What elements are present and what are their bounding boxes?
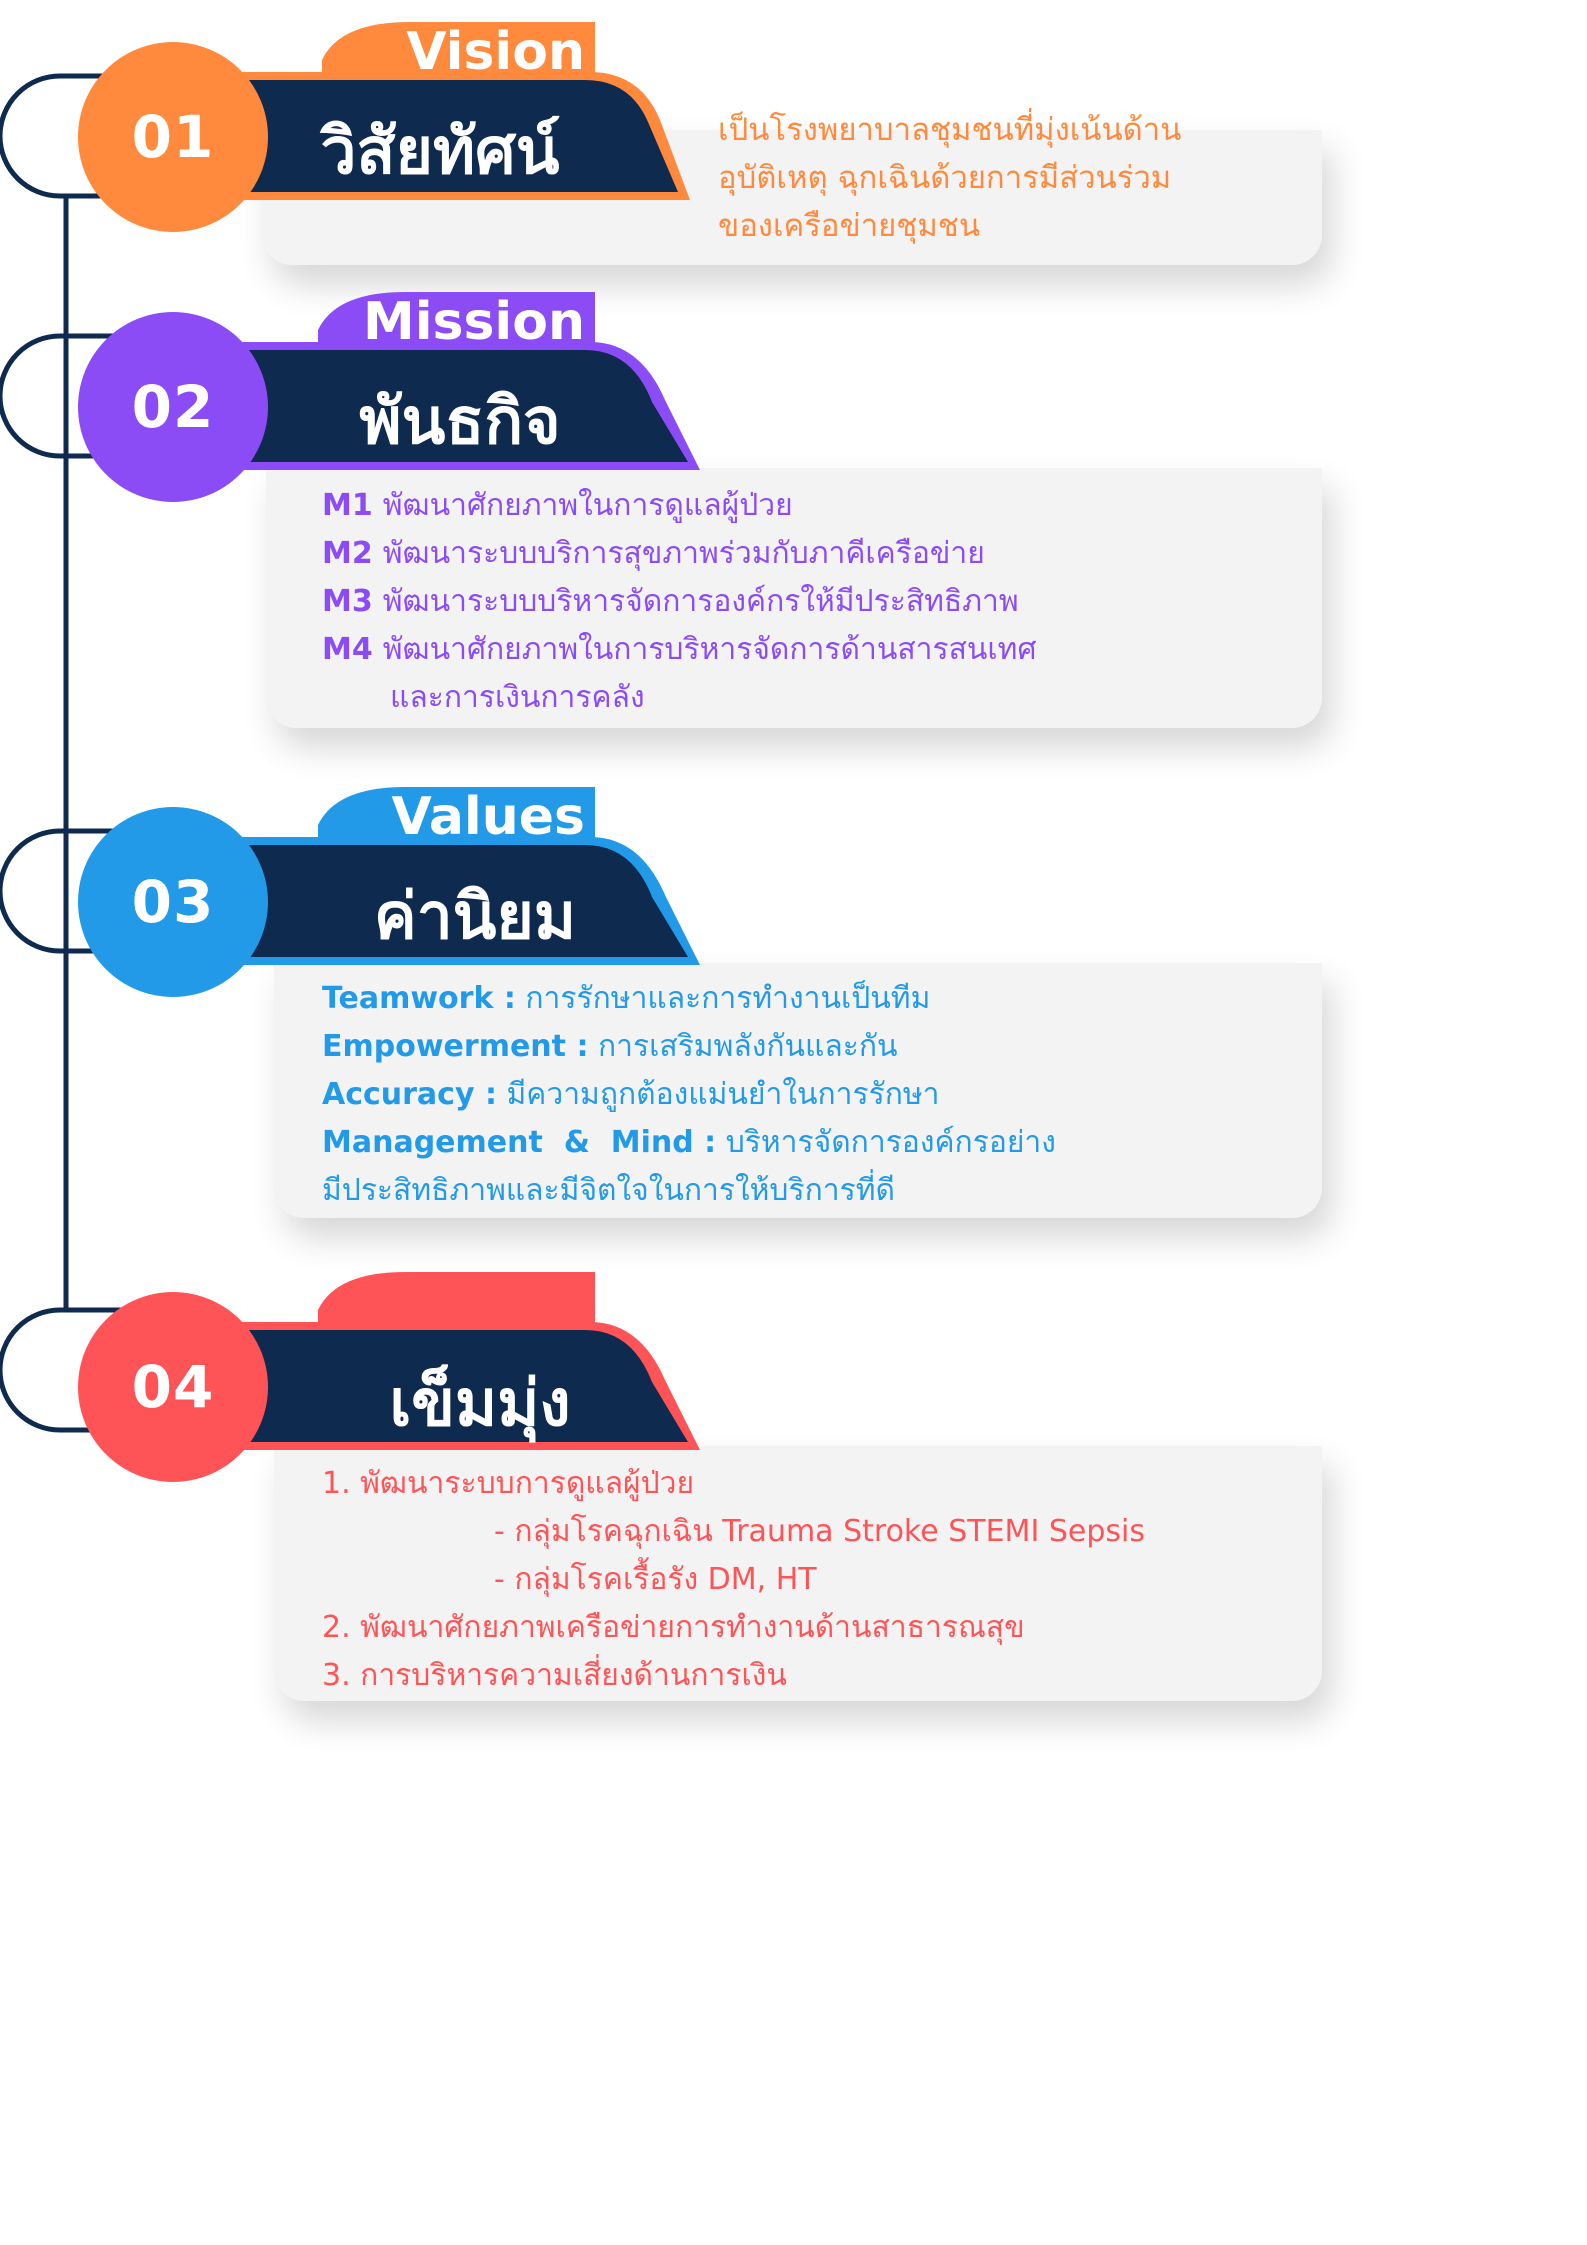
mission-tab-label: Mission xyxy=(362,292,585,352)
timeline-bracket xyxy=(0,333,125,459)
values-card xyxy=(274,963,1322,1218)
timeline-bracket xyxy=(0,73,125,199)
values-number: 03 xyxy=(131,868,215,936)
mission-title: พันธกิจ xyxy=(359,385,561,459)
values-number-badge: 03 xyxy=(78,807,268,997)
mission-text: พัฒนาศักยภาพในการบริหารจัดการด้านสารสนเท… xyxy=(382,632,1037,667)
mission-item: M1 พัฒนาศักยภาพในการดูแลผู้ป่วย xyxy=(322,482,1037,530)
section-mission: 02 Mission พันธกิจ M1 พัฒนาศักยภาพในการดู… xyxy=(0,290,1587,790)
vision-banner xyxy=(230,22,690,200)
values-item: Empowerment : การเสริมพลังกันและกัน xyxy=(322,1023,1056,1071)
values-tab-label: Values xyxy=(391,787,585,847)
values-item: Accuracy : มีความถูกต้องแม่นยำในการรักษา xyxy=(322,1071,1056,1119)
values-continuation: มีประสิทธิภาพและมีจิตใจในการให้บริการที่… xyxy=(322,1173,895,1208)
values-label: Teamwork : xyxy=(322,981,516,1016)
vision-line: อุบัติเหตุ ฉุกเฉินด้วยการมีส่วนร่วม xyxy=(718,160,1172,196)
mission-item: M3 พัฒนาระบบบริหารจัดการองค์กรให้มีประสิท… xyxy=(322,578,1037,626)
mission-text: พัฒนาระบบบริการสุขภาพร่วมกับภาคีเครือข่า… xyxy=(382,536,985,571)
mission-text: พัฒนาศักยภาพในการดูแลผู้ป่วย xyxy=(382,488,793,523)
mission-item: M2 พัฒนาระบบบริการสุขภาพร่วมกับภาคีเครือข… xyxy=(322,530,1037,578)
mission-code: M4 xyxy=(322,632,373,667)
timeline-bracket xyxy=(0,1307,125,1433)
mission-card xyxy=(266,468,1322,728)
vision-number: 01 xyxy=(131,103,215,171)
mission-number-badge: 02 xyxy=(78,312,268,502)
mission-banner xyxy=(230,292,700,470)
timeline-spine xyxy=(63,196,69,1310)
mission-text: พัฒนาระบบบริหารจัดการองค์กรให้มีประสิทธิ… xyxy=(382,584,1019,619)
values-label: Empowerment : xyxy=(322,1029,589,1064)
vision-line: ของเครือข่ายชุมชน xyxy=(718,208,981,244)
values-text: การรักษาและการทำงานเป็นทีม xyxy=(525,981,931,1016)
vision-title: วิสัยทัศน์ xyxy=(320,115,560,189)
vision-tab-label: Vision xyxy=(406,22,585,82)
values-text: บริหารจัดการองค์กรอย่าง xyxy=(725,1125,1056,1160)
goals-title: เข็มมุ่ง xyxy=(389,1367,571,1441)
mission-list: M1 พัฒนาศักยภาพในการดูแลผู้ป่วย M2 พัฒนาระ… xyxy=(322,482,1037,722)
section-goals: 04 เข็มมุ่ง 1. พัฒนาระบบการดูแลผู้ป่วย -… xyxy=(0,1270,1587,1770)
mission-item: M4 พัฒนาศักยภาพในการบริหารจัดการด้านสารสน… xyxy=(322,626,1037,674)
mission-continuation: และการเงินการคลัง xyxy=(390,680,645,715)
section-vision: 01 Vision วิสัยทัศน์ เป็นโรงพยาบาลชุมชนท… xyxy=(0,20,1587,520)
vision-number-badge: 01 xyxy=(78,42,268,232)
values-text: มีความถูกต้องแม่นยำในการรักษา xyxy=(506,1077,940,1112)
mission-code: M2 xyxy=(322,536,373,571)
values-item: Teamwork : การรักษาและการทำงานเป็นทีม xyxy=(322,975,1056,1023)
values-item: Management & Mind : บริหารจัดการองค์กรอย… xyxy=(322,1119,1056,1167)
values-label: Accuracy : xyxy=(322,1077,497,1112)
values-text: การเสริมพลังกันและกัน xyxy=(598,1029,898,1064)
section-values: 03 Values ค่านิยม Teamwork : การรักษาและ… xyxy=(0,785,1587,1285)
goals-line: 3. การบริหารความเสี่ยงด้านการเงิน xyxy=(322,1658,787,1693)
goals-list: 1. พัฒนาระบบการดูแลผู้ป่วย - กลุ่มโรคฉุก… xyxy=(322,1460,1145,1700)
goals-number-badge: 04 xyxy=(78,1292,268,1482)
goals-line: 1. พัฒนาระบบการดูแลผู้ป่วย xyxy=(322,1466,695,1501)
values-title: ค่านิยม xyxy=(373,880,577,954)
goals-banner xyxy=(230,1272,700,1450)
goals-number: 04 xyxy=(131,1353,215,1421)
mission-code: M3 xyxy=(322,584,373,619)
goals-subline: - กลุ่มโรคเรื้อรัง DM, HT xyxy=(494,1562,817,1597)
goals-line: 2. พัฒนาศักยภาพเครือข่ายการทำงานด้านสาธา… xyxy=(322,1610,1025,1645)
values-label: Management & Mind : xyxy=(322,1125,717,1160)
vision-line: เป็นโรงพยาบาลชุมชนที่มุ่งเน้นด้าน xyxy=(718,112,1182,148)
timeline-bracket xyxy=(0,828,125,954)
goals-card xyxy=(274,1446,1322,1701)
goals-subline: - กลุ่มโรคฉุกเฉิน Trauma Stroke STEMI Se… xyxy=(494,1514,1145,1549)
values-banner xyxy=(230,787,700,965)
mission-number: 02 xyxy=(131,373,215,441)
mission-code: M1 xyxy=(322,488,373,523)
values-list: Teamwork : การรักษาและการทำงานเป็นทีม Em… xyxy=(322,975,1056,1215)
vision-text: เป็นโรงพยาบาลชุมชนที่มุ่งเน้นด้าน อุบัติ… xyxy=(718,106,1181,250)
